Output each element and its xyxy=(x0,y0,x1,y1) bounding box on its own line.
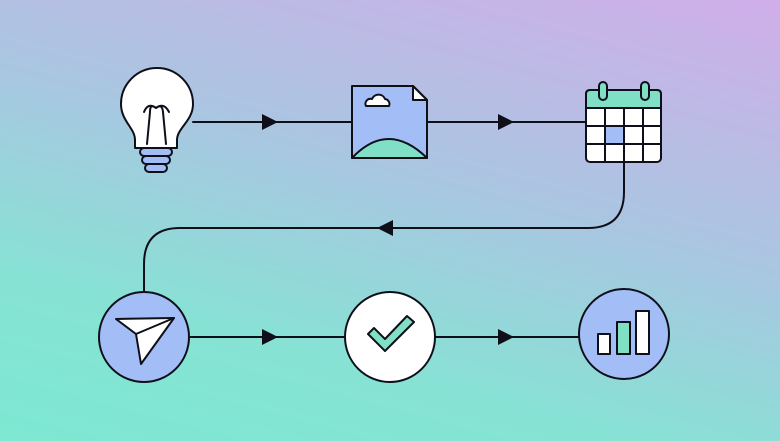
arrow-left-icon xyxy=(377,220,393,236)
step-approve xyxy=(344,291,436,383)
image-document-icon xyxy=(351,85,428,159)
lightbulb-icon xyxy=(120,67,194,173)
checkmark-icon xyxy=(367,315,415,352)
arrow-right-icon xyxy=(498,329,514,345)
arrow-right-icon xyxy=(262,329,278,345)
step-analyze xyxy=(578,288,670,380)
arrow-right-icon xyxy=(498,114,514,130)
arrow-right-icon xyxy=(262,114,278,130)
step-send xyxy=(98,291,190,383)
cloud-icon xyxy=(364,93,391,107)
calendar-icon xyxy=(585,81,662,163)
step-idea xyxy=(120,67,194,173)
bar-chart-icon xyxy=(597,310,650,355)
step-schedule xyxy=(585,81,662,163)
step-design xyxy=(351,85,428,159)
paper-plane-icon xyxy=(115,317,175,365)
connectors xyxy=(143,114,625,345)
